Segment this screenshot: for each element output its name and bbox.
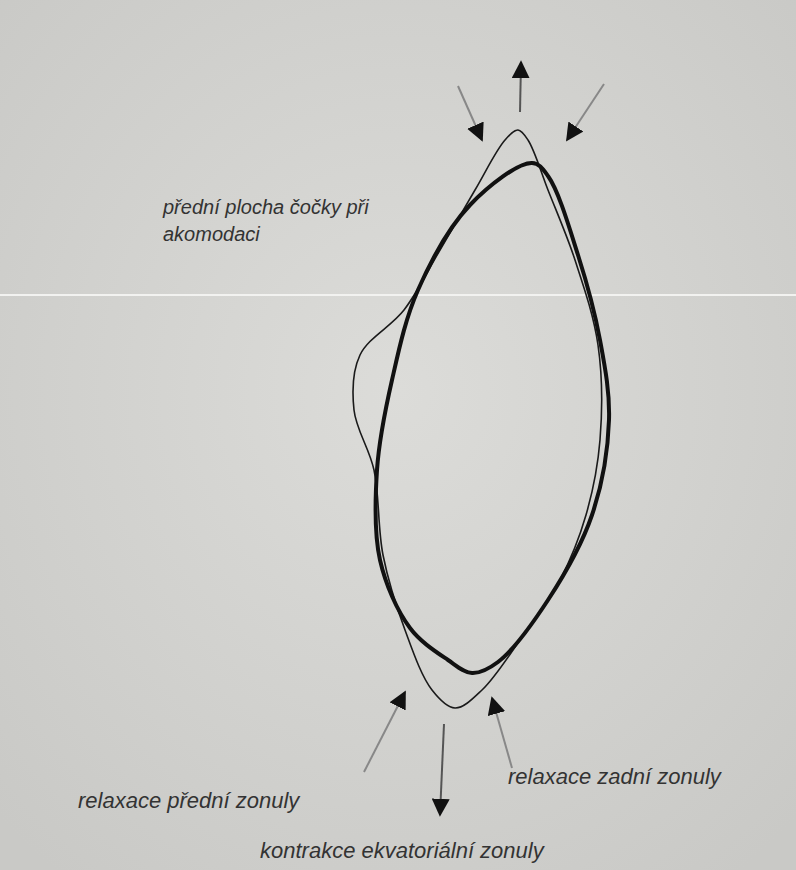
photo-seam xyxy=(0,294,796,296)
force-arrow xyxy=(492,698,512,768)
force-arrow xyxy=(458,86,482,140)
zonule-label: relaxace zadní zonuly xyxy=(508,762,721,792)
anterior-surface-label: přední plocha čočky při akomodaci xyxy=(163,194,403,248)
force-arrow xyxy=(567,84,604,140)
zonule-label: relaxace přední zonuly xyxy=(78,786,299,816)
force-arrow xyxy=(520,62,521,112)
zonule-label: kontrakce ekvatoriální zonuly xyxy=(260,836,544,866)
force-arrow xyxy=(364,692,405,772)
force-arrow xyxy=(440,724,444,815)
lens-outline-accommodated xyxy=(375,163,609,673)
